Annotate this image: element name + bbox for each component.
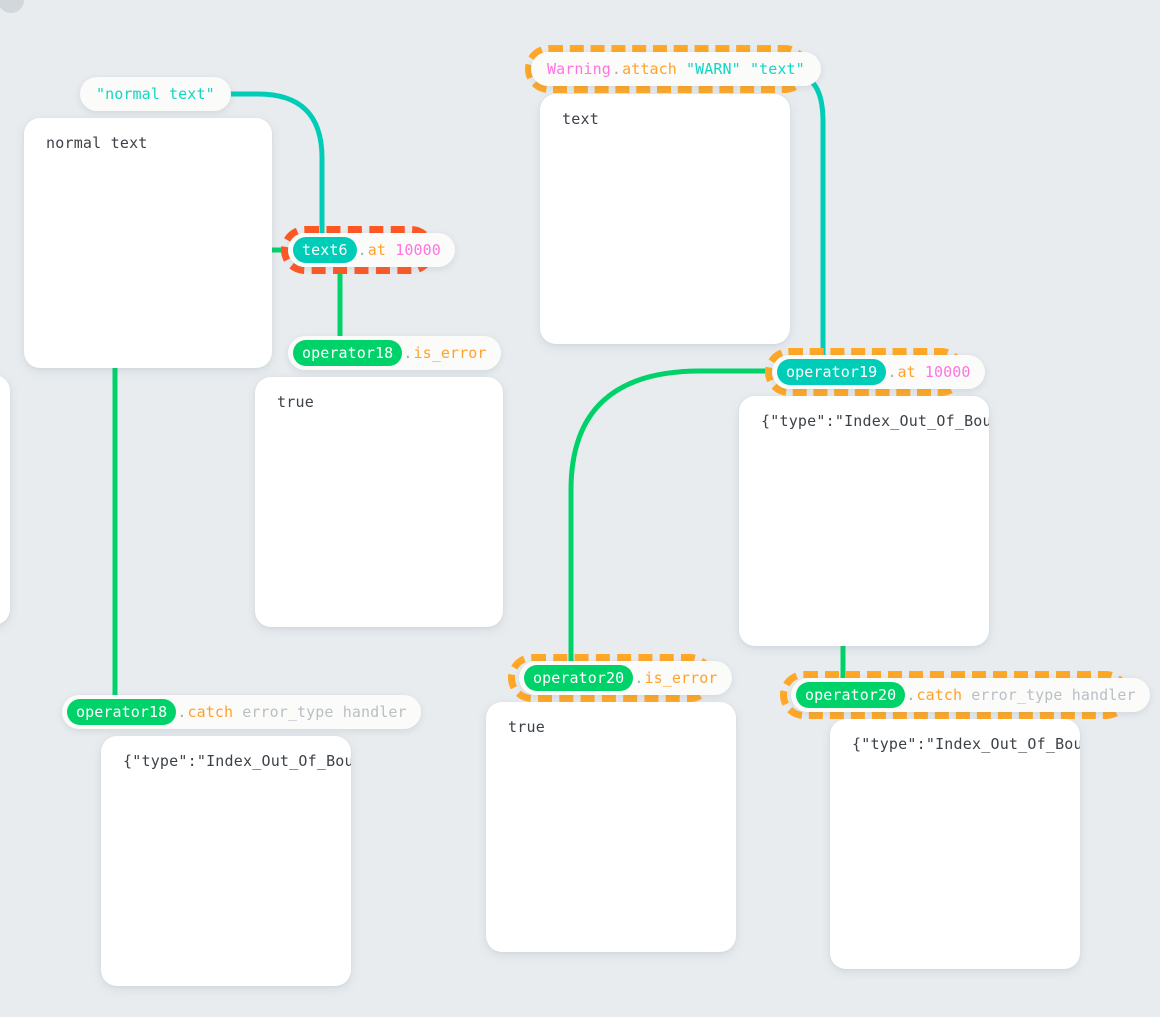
node-operator18-catch-args: error_type handler <box>242 703 407 721</box>
node-warning-attach-dot: . <box>611 60 622 78</box>
node-text6-method: at <box>367 241 387 259</box>
node-operator19-at-value: 10000 <box>924 363 971 381</box>
card-is-error-true-left-value: true <box>277 393 314 411</box>
node-warning-attach-class: Warning <box>547 60 611 78</box>
node-text6-dot: . <box>357 241 367 259</box>
node-operator18-is-error-badge: operator18 <box>293 340 403 366</box>
node-operator18-catch[interactable]: operator18 . catch error_type handler <box>62 695 421 729</box>
node-warning-attach-arg1: "WARN" <box>686 60 741 78</box>
card-text-value: text <box>562 110 599 128</box>
wire-warning-to-operator19 <box>797 73 826 375</box>
card-is-error-true-left[interactable]: true <box>255 377 503 627</box>
node-operator20-catch-args: error_type handler <box>971 686 1136 704</box>
card-text[interactable]: text <box>540 94 790 344</box>
node-warning-attach-method: attach <box>622 60 677 78</box>
node-text6[interactable]: text6 . at 10000 <box>288 233 455 267</box>
card-error-json-mid[interactable]: {"type":"Index_Out_Of_Bou <box>739 396 989 646</box>
node-operator20-is-error-dot: . <box>634 669 644 687</box>
node-operator20-is-error[interactable]: operator20 . is_error <box>519 661 732 695</box>
node-operator20-is-error-method: is_error <box>644 669 718 687</box>
node-operator19-at-dot: . <box>887 363 897 381</box>
card-error-json-left-value: {"type":"Index_Out_Of_Bou <box>123 752 351 770</box>
card-is-error-true-mid[interactable]: true <box>486 702 736 952</box>
node-operator20-catch-dot: . <box>906 686 916 704</box>
canvas-handle-dot[interactable] <box>0 0 24 13</box>
tooltip-normal-text-label: "normal text" <box>96 85 215 103</box>
node-operator19-at-method: at <box>897 363 916 381</box>
card-error-json-left[interactable]: {"type":"Index_Out_Of_Bou <box>101 736 351 986</box>
tooltip-normal-text[interactable]: "normal text" <box>80 77 231 111</box>
node-operator20-catch[interactable]: operator20 . catch error_type handler <box>791 678 1150 712</box>
node-operator19-at-badge: operator19 <box>777 359 887 385</box>
card-normal-text-value: normal text <box>46 134 148 152</box>
node-operator18-catch-badge: operator18 <box>67 699 177 725</box>
card-partial-left[interactable] <box>0 375 10 625</box>
node-operator18-is-error-method: is_error <box>413 344 487 362</box>
node-warning-attach[interactable]: Warning . attach "WARN" "text" <box>531 52 821 86</box>
card-normal-text[interactable]: normal text <box>24 118 272 368</box>
card-error-json-right-value: {"type":"Index_Out_Of_Bou <box>852 735 1080 753</box>
node-text6-badge: text6 <box>293 237 357 263</box>
card-error-json-right[interactable]: {"type":"Index_Out_Of_Bou <box>830 719 1080 969</box>
node-warning-attach-arg2: "text" <box>749 60 805 78</box>
card-is-error-true-mid-value: true <box>508 718 545 736</box>
node-operator18-is-error-dot: . <box>403 344 413 362</box>
node-operator20-catch-method: catch <box>916 686 963 704</box>
node-operator18-catch-method: catch <box>187 703 234 721</box>
node-operator20-is-error-badge: operator20 <box>524 665 634 691</box>
node-operator18-catch-dot: . <box>177 703 187 721</box>
node-operator20-catch-badge: operator20 <box>796 682 906 708</box>
card-error-json-mid-value: {"type":"Index_Out_Of_Bou <box>761 412 989 430</box>
node-operator18-is-error[interactable]: operator18 . is_error <box>288 336 501 370</box>
node-text6-value: 10000 <box>395 241 441 259</box>
node-operator19-at[interactable]: operator19 . at 10000 <box>772 355 985 389</box>
